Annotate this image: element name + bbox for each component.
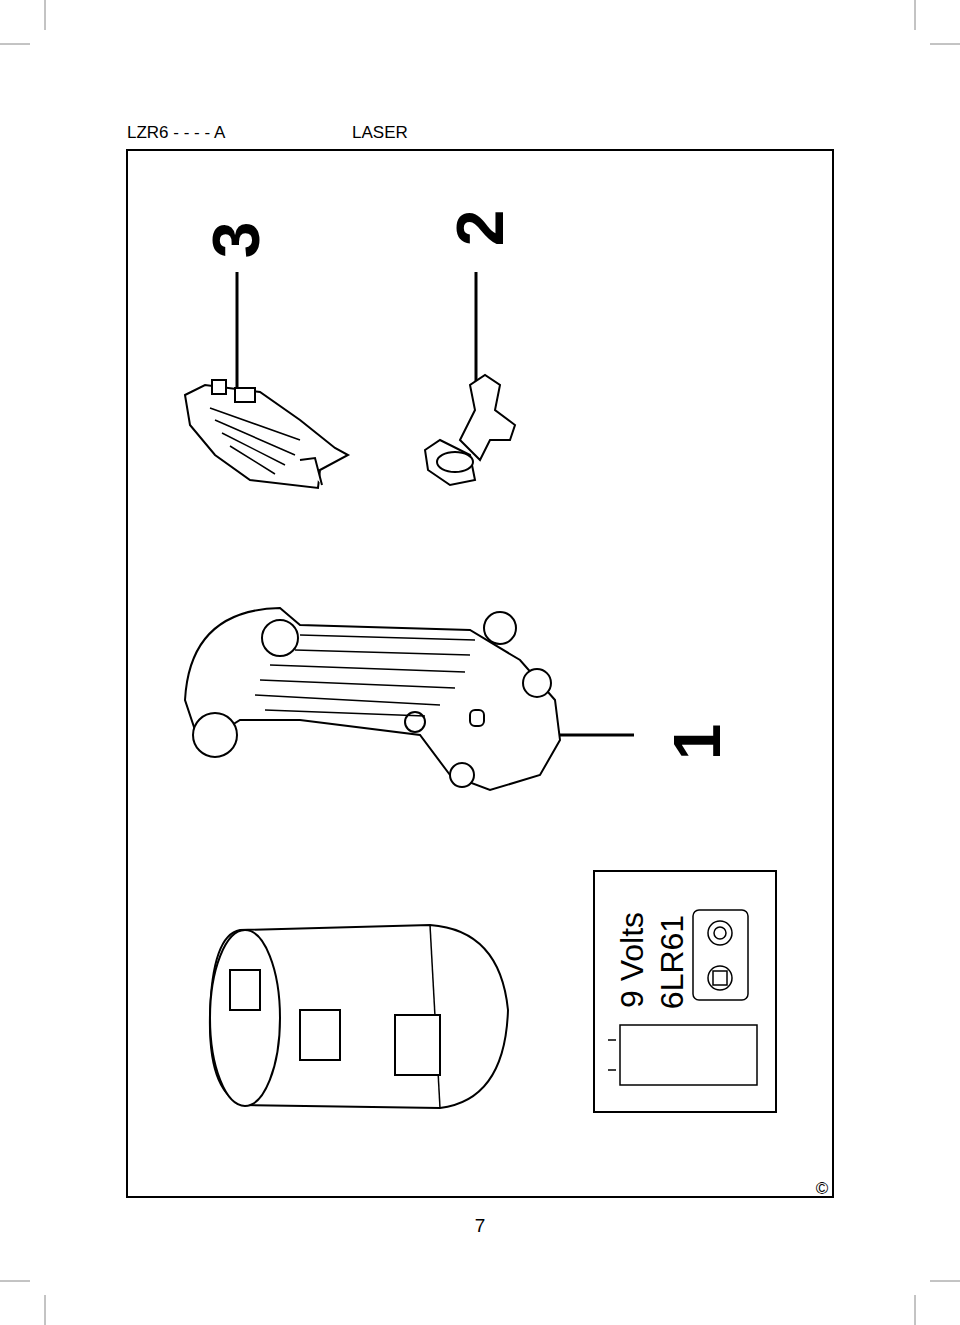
page-text: LZR6 - - - - A [127, 124, 225, 141]
laser-unit [210, 925, 508, 1108]
page-frame [127, 150, 833, 1197]
battery-symbols [608, 910, 757, 1085]
battery-spec-text: 6LR61 [656, 915, 688, 1009]
page-text: © [816, 1180, 829, 1197]
page-text: LASER [352, 124, 408, 141]
battery-spec-text: 9 Volts [616, 912, 648, 1008]
knob [425, 375, 515, 485]
callout-number: 3 [203, 222, 269, 259]
callout-number: 1 [664, 724, 730, 761]
cover-plate [185, 380, 348, 488]
page-text: 7 [475, 1216, 486, 1235]
battery-label-box: 9 Volts6LR61 [593, 870, 777, 1113]
laser-body [185, 608, 560, 790]
callout-number: 2 [447, 210, 513, 247]
